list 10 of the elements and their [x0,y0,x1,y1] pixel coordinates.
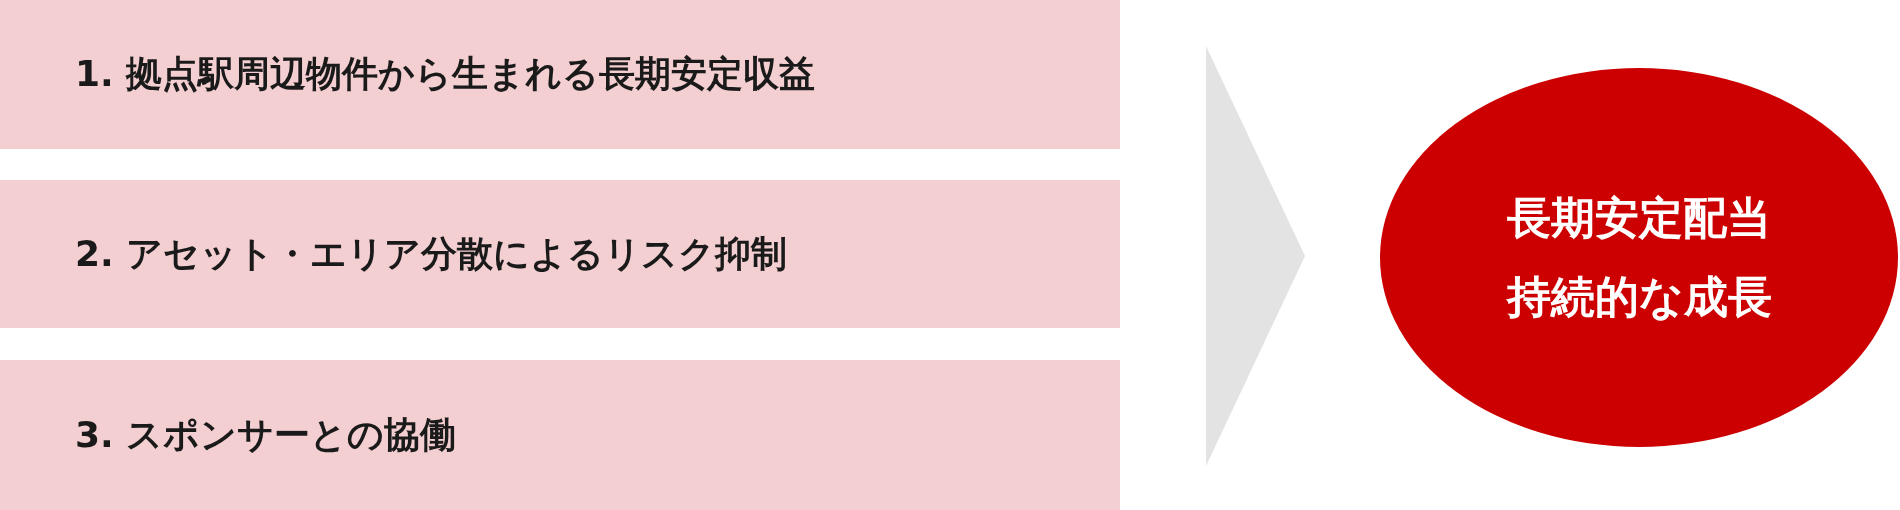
node-text: 1. 拠点駅周辺物件から生まれる長期安定収益 [75,52,816,96]
factor-box [0,180,1120,328]
node-text: 長期安定配当 [1507,190,1771,245]
node-text: 2. アセット・エリア分散によるリスク抑制 [75,231,788,276]
node-text: 3. スポンサーとの協働 [75,412,457,457]
factor-box [0,0,1120,149]
chevron-arrow [1206,46,1305,466]
result-ellipse [1379,67,1899,448]
node-text: 持続的な成長 [1506,269,1772,324]
factor-box [0,360,1120,510]
